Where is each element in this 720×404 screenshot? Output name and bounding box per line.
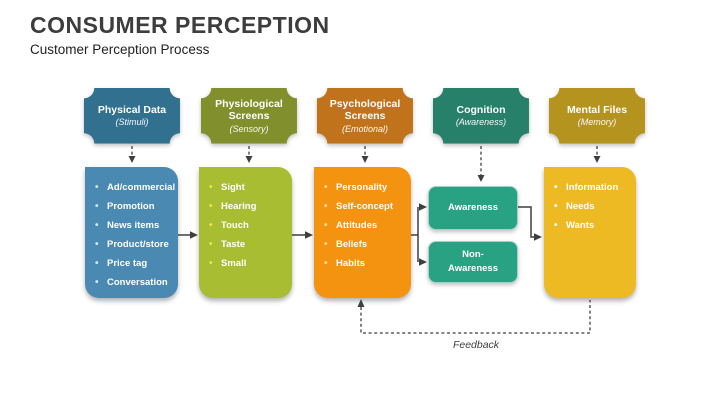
list-item: Conversation xyxy=(95,273,174,292)
header-title: Psychological Screens xyxy=(329,97,401,123)
header-cognition: Cognition (Awareness) xyxy=(433,88,529,144)
box-physical-data: Ad/commercial Promotion News items Produ… xyxy=(85,167,178,298)
header-physiological-screens: Physiological Screens (Sensory) xyxy=(201,88,297,144)
header-psychological-screens: Psychological Screens (Emotional) xyxy=(317,88,413,144)
page-title: CONSUMER PERCEPTION xyxy=(30,12,330,38)
physical-data-list: Ad/commercial Promotion News items Produ… xyxy=(85,167,178,292)
box-psychological-screens: Personality Self-concept Attitudes Belie… xyxy=(314,167,411,298)
page-subtitle: Customer Perception Process xyxy=(30,42,210,57)
header-subtitle: (Sensory) xyxy=(229,123,269,134)
header-subtitle: (Awareness) xyxy=(455,117,507,128)
list-item: Needs xyxy=(554,197,632,216)
list-item: Price tag xyxy=(95,254,174,273)
header-mental-files: Mental Files (Memory) xyxy=(549,88,645,144)
header-title: Cognition xyxy=(456,103,506,116)
list-item: Beliefs xyxy=(324,235,407,254)
list-item: Small xyxy=(209,254,288,273)
box-non-awareness: Non-Awareness xyxy=(428,241,518,283)
header-subtitle: (Emotional) xyxy=(341,123,388,134)
list-item: Ad/commercial xyxy=(95,178,175,197)
list-item: Hearing xyxy=(209,197,288,216)
header-title: Mental Files xyxy=(566,103,628,116)
list-item: Taste xyxy=(209,235,288,254)
connector-awareness-to-mental-files xyxy=(518,206,534,238)
list-item: Promotion xyxy=(95,197,174,216)
header-subtitle: (Memory) xyxy=(577,117,617,128)
box-physiological-screens: Sight Hearing Touch Taste Small xyxy=(199,167,292,298)
physiological-screens-list: Sight Hearing Touch Taste Small xyxy=(199,167,292,273)
list-item: Self-concept xyxy=(324,197,407,216)
list-item: Touch xyxy=(209,216,288,235)
mental-files-list: Information Needs Wants xyxy=(544,167,636,235)
list-item: News items xyxy=(95,216,174,235)
psychological-screens-list: Personality Self-concept Attitudes Belie… xyxy=(314,167,411,273)
list-item: Habits xyxy=(324,254,407,273)
list-item: Attitudes xyxy=(324,216,407,235)
header-title: Physical Data xyxy=(97,103,167,116)
list-item: Personality xyxy=(324,178,407,197)
list-item: Wants xyxy=(554,216,632,235)
box-mental-files: Information Needs Wants xyxy=(544,167,636,298)
header-physical-data: Physical Data (Stimuli) xyxy=(84,88,180,144)
list-item: Information xyxy=(554,178,632,197)
header-title: Physiological Screens xyxy=(215,97,283,123)
feedback-label: Feedback xyxy=(452,339,500,351)
header-subtitle: (Stimuli) xyxy=(115,117,149,128)
feedback-loop-line xyxy=(360,300,591,334)
bracket-psychological-to-cognition xyxy=(411,207,419,262)
box-awareness: Awareness xyxy=(428,186,518,230)
list-item: Product/store xyxy=(95,235,174,254)
list-item: Sight xyxy=(209,178,288,197)
